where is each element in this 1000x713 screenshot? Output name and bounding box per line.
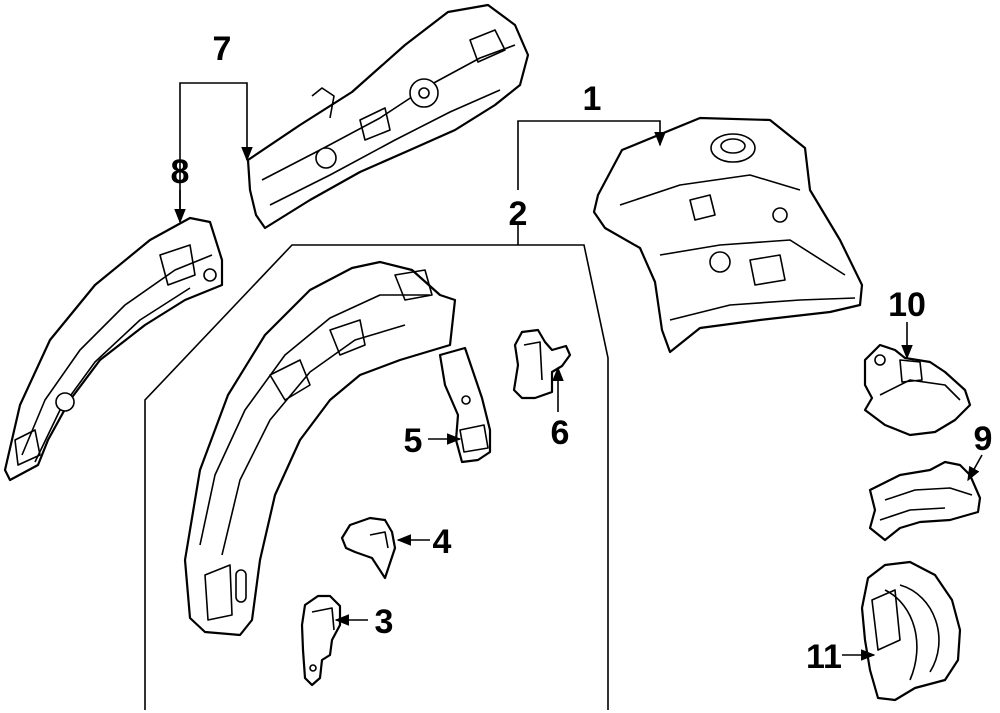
part-5-bracket[interactable] (438, 346, 492, 464)
callout-5: 5 (404, 422, 423, 460)
part-6-bracket[interactable] (512, 328, 572, 400)
leaders (174, 82, 983, 661)
callout-9: 9 (974, 420, 993, 458)
callout-8: 8 (171, 153, 190, 191)
callout-1: 1 (583, 80, 602, 118)
callout-7: 7 (213, 30, 232, 68)
callout-11: 11 (806, 638, 842, 676)
callout-3: 3 (375, 603, 394, 641)
part-4-bracket[interactable] (340, 516, 397, 580)
callout-2: 2 (509, 195, 528, 233)
part-3-bracket[interactable] (300, 594, 342, 687)
part-9-bracket[interactable] (868, 460, 982, 542)
part-8-wheelhouse-arch[interactable] (3, 216, 224, 482)
part-11-housing[interactable] (860, 560, 962, 702)
callout-10: 10 (888, 286, 926, 324)
callout-4: 4 (433, 523, 452, 561)
part-10-bracket[interactable] (863, 343, 972, 437)
part-7-rail[interactable] (246, 3, 530, 230)
group-2-frame (144, 244, 609, 710)
callout-6: 6 (551, 414, 570, 452)
part-1-inner-panel[interactable] (592, 116, 864, 354)
part-2-inner-wheelhouse[interactable] (183, 260, 457, 637)
